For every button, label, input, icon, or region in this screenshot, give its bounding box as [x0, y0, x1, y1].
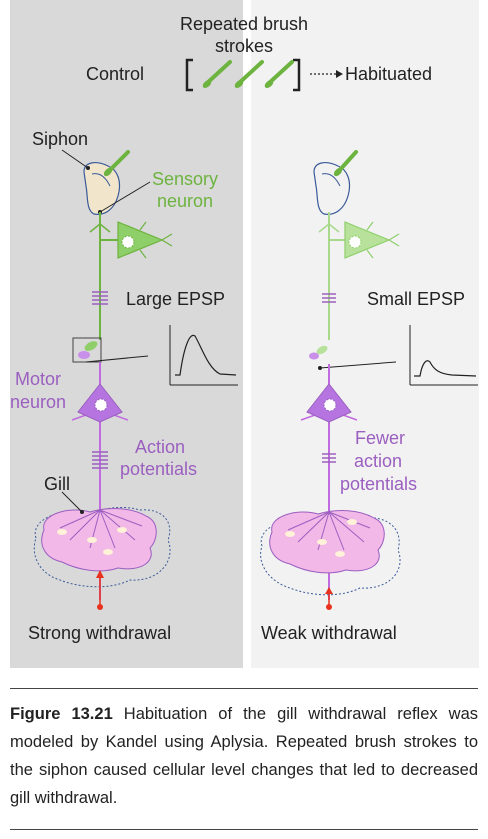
caption-top-rule — [10, 688, 478, 689]
gill-label: Gill — [44, 474, 70, 494]
large-epsp-trace — [169, 325, 238, 386]
brush-icon — [202, 60, 232, 88]
caption-text: Habituation of the gill withdrawal refle… — [10, 705, 478, 807]
brush-icon — [234, 60, 264, 88]
figure-number: Figure 13.21 — [10, 705, 113, 723]
sensory-spikes — [322, 293, 336, 303]
siphon-label: Siphon — [32, 129, 88, 149]
habituation-diagram: Repeated brush strokes Control Habituate… — [10, 0, 479, 668]
figure-caption: Figure 13.21 Habituation of the gill wit… — [10, 700, 478, 812]
habituated-label: Habituated — [345, 64, 432, 84]
sensory-neuron-body — [117, 221, 164, 259]
sensory-nucleus — [348, 235, 362, 249]
fewer-label-line3: potentials — [340, 474, 417, 494]
action-label-line2: potentials — [120, 459, 197, 479]
fewer-label-line1: Fewer — [355, 428, 405, 448]
habituated-neural-circuit — [260, 150, 478, 610]
epsp-pointer — [85, 355, 149, 363]
action-label-line1: Action — [135, 437, 185, 457]
arrow-head-icon — [336, 70, 343, 78]
sensory-spikes — [92, 291, 108, 305]
repeated-label-line1: Repeated brush — [180, 14, 308, 34]
motor-label-line2: neuron — [10, 392, 66, 412]
sensory-label-line1: Sensory — [152, 169, 218, 189]
motor-spikes — [322, 453, 336, 463]
right-bracket — [293, 58, 301, 92]
left-bracket — [185, 58, 193, 92]
siphon-shape — [313, 162, 351, 215]
gill-body — [41, 508, 157, 572]
fewer-label-line2: action — [354, 451, 402, 471]
sensory-nucleus — [121, 235, 135, 249]
small-epsp-trace — [409, 325, 478, 386]
gill-outline — [33, 507, 171, 588]
arrow-up-icon — [96, 570, 104, 578]
weak-withdrawal-label: Weak withdrawal — [261, 623, 397, 643]
siphon-detail — [91, 173, 111, 187]
motor-spikes — [92, 451, 108, 469]
gill-body — [269, 510, 385, 574]
sensory-neuron-body — [344, 221, 391, 259]
arrow-up-icon — [325, 587, 333, 594]
brush-strokes-group — [185, 58, 343, 92]
motor-label-line1: Motor — [15, 369, 61, 389]
motor-nucleus — [94, 398, 108, 412]
siphon-shape — [83, 162, 121, 215]
small-epsp-label: Small EPSP — [367, 289, 465, 309]
motor-nucleus — [323, 398, 337, 412]
gill-pointer — [61, 491, 83, 513]
epsp-pointer — [319, 361, 397, 369]
control-label: Control — [86, 64, 144, 84]
brush-tip-icon — [333, 167, 343, 177]
repeated-label-line2: strokes — [215, 36, 273, 56]
brush-tip-icon — [103, 167, 113, 177]
sensory-label-line2: neuron — [157, 191, 213, 211]
control-neural-circuit — [33, 149, 238, 610]
strong-withdrawal-label: Strong withdrawal — [28, 623, 171, 643]
caption-bottom-rule — [10, 829, 478, 830]
large-epsp-label: Large EPSP — [126, 289, 225, 309]
brush-icon — [264, 60, 294, 88]
